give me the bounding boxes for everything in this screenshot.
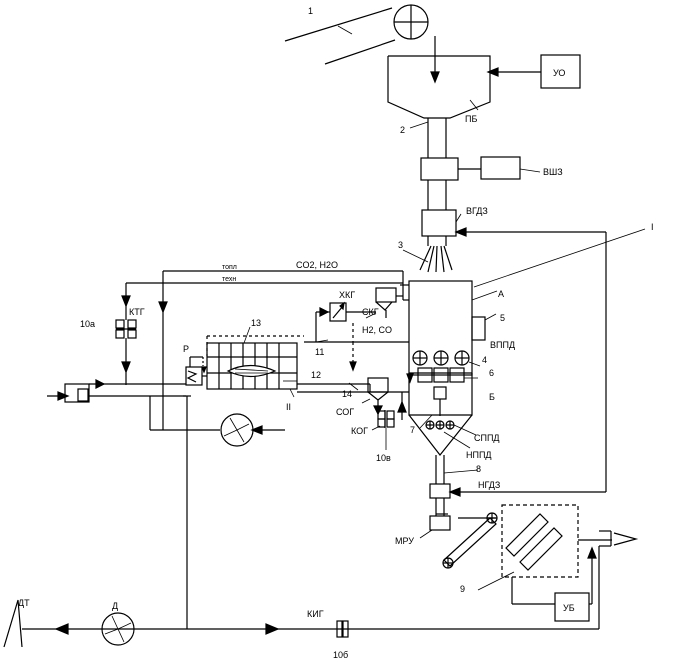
label-r: Р (183, 344, 189, 354)
label-gas-h2: H2, CO (362, 325, 392, 335)
lower-gas-valve-ngdz (419, 483, 606, 539)
label-10b: 10б (333, 650, 348, 660)
heat-exchanger (185, 326, 298, 398)
label-8: 8 (476, 464, 481, 474)
label-ktg: КТГ (129, 307, 145, 317)
main-gas-line (47, 379, 409, 629)
label-uo: УО (553, 68, 565, 78)
label-dt: ДТ (18, 598, 30, 608)
label-hkg: ХКГ (339, 290, 355, 300)
label-ngdz: НГДЗ (478, 480, 500, 490)
label-gas-co2: CO2, H2O (296, 260, 338, 270)
label-6: 6 (489, 368, 494, 378)
label-vppd: ВППД (490, 340, 515, 350)
feeder-conveyor (284, 4, 440, 84)
label-9: 9 (460, 584, 465, 594)
upper-gas-valve-vgdz (402, 209, 607, 492)
reactor-b (406, 367, 479, 484)
hopper-pb (387, 54, 581, 119)
label-a: А (498, 289, 504, 299)
label-kig: КИГ (307, 609, 324, 619)
label-14: 14 (342, 389, 352, 399)
valve-10a (115, 319, 137, 385)
label-pb: ПБ (465, 114, 477, 124)
label-7: 7 (410, 425, 415, 435)
label-roman-2: II (286, 402, 291, 412)
cyclone-sog (348, 377, 407, 450)
label-13: 13 (251, 318, 261, 328)
label-roman-1: I (651, 222, 654, 232)
exhaust-line (3, 599, 599, 648)
leader-i (473, 228, 646, 288)
reactor-a (400, 280, 498, 376)
label-tehn: техн (222, 276, 236, 283)
labels-group: 1 УО ПБ 2 ВШЗ ВГДЗ 3 I А 5 ВППД 4 6 Б СП… (18, 6, 654, 660)
pipe-2 (409, 118, 541, 210)
unit-9 (442, 504, 639, 629)
label-1: 1 (308, 6, 313, 16)
label-5: 5 (500, 313, 505, 323)
label-ub: УБ (563, 603, 575, 613)
label-b: Б (489, 392, 495, 402)
label-kog: КОГ (351, 426, 368, 436)
label-12: 12 (311, 370, 321, 380)
label-3: 3 (398, 240, 403, 250)
label-skg: СКГ (362, 307, 379, 317)
label-sppd: СППД (474, 433, 500, 443)
gas-recirculation-lines (121, 270, 409, 430)
label-topl: топл (222, 264, 237, 271)
label-2: 2 (400, 125, 405, 135)
label-d: Д (112, 601, 118, 611)
label-4: 4 (482, 355, 487, 365)
label-mru: МРУ (395, 536, 414, 546)
label-vshz: ВШЗ (543, 167, 563, 177)
label-vgdz: ВГДЗ (466, 206, 488, 216)
label-10v: 10в (376, 453, 391, 463)
label-nppd: НППД (466, 450, 492, 460)
label-sog: СОГ (336, 407, 354, 417)
label-10a: 10а (80, 319, 95, 329)
label-11: 11 (315, 347, 324, 357)
